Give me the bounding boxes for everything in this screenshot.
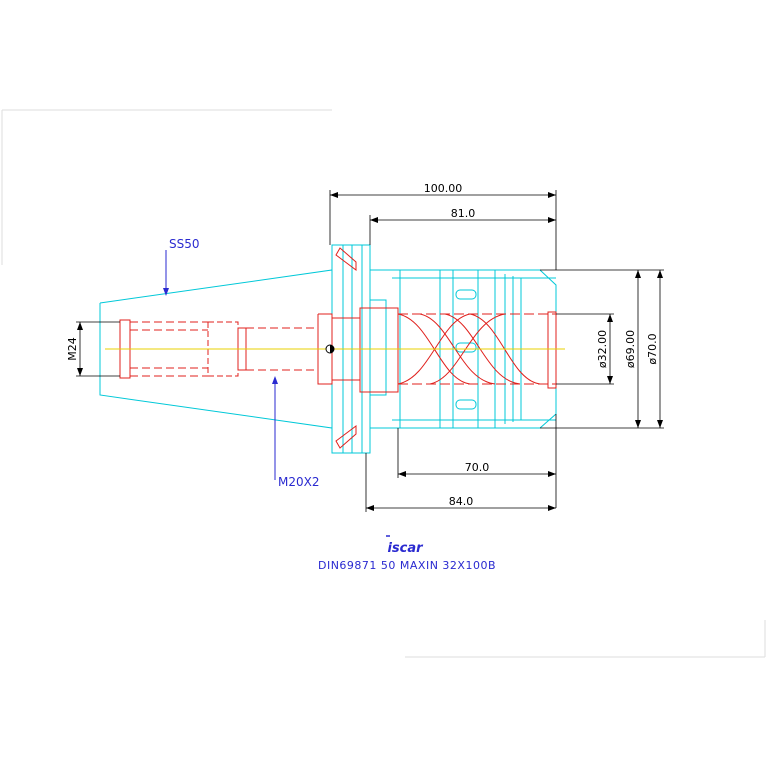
dim-70-length: 70.0 — [465, 461, 490, 474]
dim-100: 100.00 — [424, 182, 463, 195]
dimension-arrows — [77, 192, 663, 511]
leader-arrows — [163, 288, 278, 384]
dim-84: 84.0 — [449, 495, 474, 508]
gauge-point-marker — [325, 344, 335, 354]
leader-lines — [165, 250, 276, 480]
dim-m24: M24 — [66, 337, 79, 361]
drawing-caption: DIN69871 50 MAXIN 32X100B — [318, 559, 496, 572]
iscar-logo: iscar — [386, 535, 424, 556]
sheet-border — [1, 109, 766, 658]
label-m20x2: M20X2 — [278, 475, 319, 489]
dim-dia-69: ø69.00 — [624, 330, 637, 368]
label-ss50: SS50 — [169, 237, 200, 251]
dim-81: 81.0 — [451, 207, 476, 220]
logo-text: iscar — [387, 541, 424, 556]
dim-dia-70: ø70.0 — [646, 333, 659, 364]
dimension-lines — [76, 190, 664, 512]
dim-dia-32: ø32.00 — [596, 330, 609, 368]
